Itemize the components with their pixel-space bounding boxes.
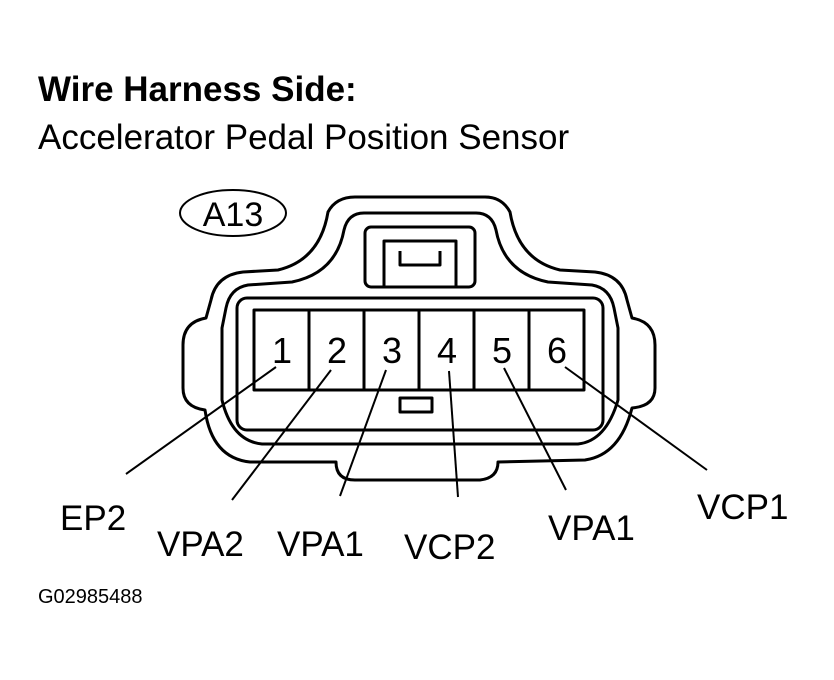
pin-signal-4: VCP2 [404,528,495,567]
leader-line-pin-3 [339,369,387,497]
pin-number-1: 1 [272,330,292,371]
pin-signal-2: VPA2 [157,525,244,564]
pin-signal-1: EP2 [60,499,126,538]
leader-line-pin-5 [503,367,567,491]
connector-code: A13 [203,196,264,234]
connector-housing-outer [181,195,657,482]
locking-latch-inner [382,239,458,289]
pin-number-6: 6 [547,330,567,371]
terminal-cavity-frame [235,296,605,432]
latch-tab [398,251,442,267]
pin-signal-6: VCP1 [697,488,788,527]
diagram-title: Wire Harness Side: [38,70,357,109]
leader-line-pin-6 [564,366,708,471]
connector-code-ellipse [179,189,287,237]
pin-number-5: 5 [492,330,512,371]
connector-housing-inner [220,211,620,446]
pin-signal-3: VPA1 [277,525,364,564]
pin-number-2: 2 [327,330,347,371]
diagram-subtitle: Accelerator Pedal Position Sensor [38,118,570,157]
pin-signal-5: VPA1 [548,509,635,548]
pin-number-3: 3 [382,330,402,371]
leader-line-pin-2 [231,369,332,501]
pin-number-4: 4 [437,330,457,371]
bottom-key [398,396,434,414]
leader-line-pin-1 [125,366,277,475]
locking-latch [363,225,477,289]
figure-id: G02985488 [38,586,143,608]
leader-line-pin-4 [448,370,459,498]
